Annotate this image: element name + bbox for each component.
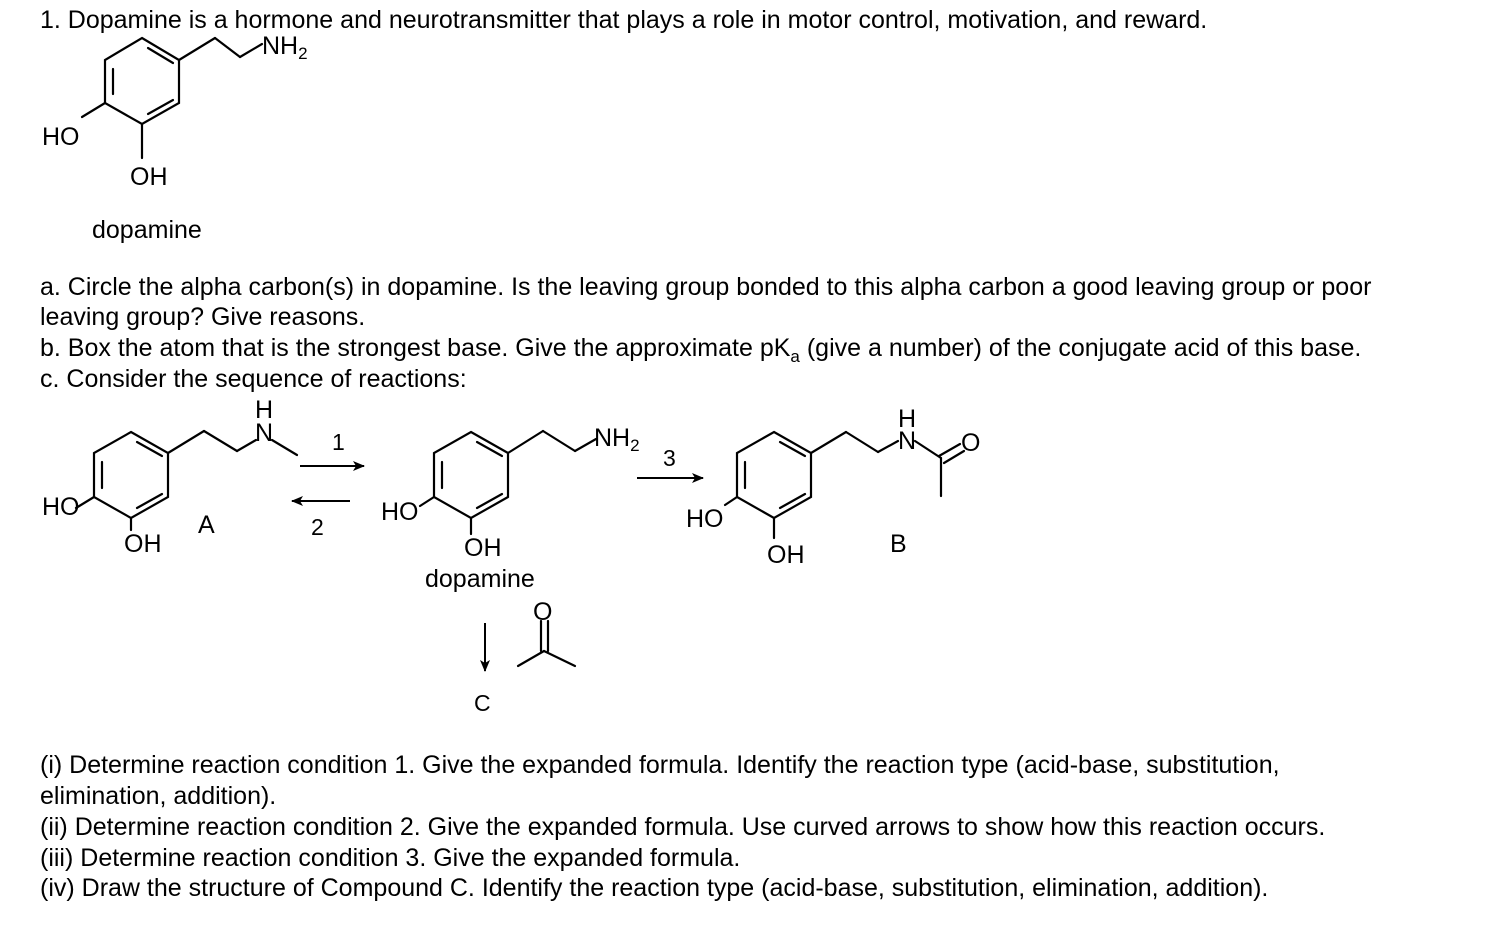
part-a-line2: leaving group? Give reasons. bbox=[40, 303, 366, 331]
step-number: 3 bbox=[663, 445, 676, 471]
compound-a-structure bbox=[74, 429, 299, 532]
hydroxyl-label: OH bbox=[130, 163, 168, 191]
amine-label: NH2 bbox=[594, 424, 640, 455]
subquestion-i-line2: elimination, addition). bbox=[40, 782, 277, 810]
hydroxyl-label: HO bbox=[42, 493, 80, 521]
part-a-line1: a. Circle the alpha carbon(s) in dopamin… bbox=[40, 273, 1372, 301]
part-c: c. Consider the sequence of reactions: bbox=[40, 365, 467, 393]
hydrogen-label: H bbox=[898, 405, 916, 433]
subscript: a bbox=[790, 347, 800, 366]
hydroxyl-label: HO bbox=[686, 505, 724, 533]
part-b-text: b. Box the atom that is the strongest ba… bbox=[40, 334, 791, 362]
hydroxyl-label: HO bbox=[42, 123, 80, 151]
part-b-text-end: (give a number) of the conjugate acid of… bbox=[799, 334, 1362, 362]
amine-label: NH2 bbox=[262, 32, 308, 63]
part-b: b. Box the atom that is the strongest ba… bbox=[40, 333, 1362, 366]
compound-label: B bbox=[890, 530, 907, 558]
step-number: 1 bbox=[332, 429, 345, 455]
acetone-structure bbox=[516, 619, 577, 668]
oxygen-label: O bbox=[961, 429, 980, 457]
subquestion-i-line1: (i) Determine reaction condition 1. Give… bbox=[40, 751, 1280, 779]
compound-caption: dopamine bbox=[92, 216, 202, 244]
hydroxyl-label: HO bbox=[381, 498, 419, 526]
subquestion-iii: (iii) Determine reaction condition 3. Gi… bbox=[40, 844, 741, 872]
subquestion-ii: (ii) Determine reaction condition 2. Giv… bbox=[40, 813, 1326, 841]
question-intro: 1. Dopamine is a hormone and neurotransm… bbox=[40, 6, 1208, 34]
nitrogen-label: N bbox=[898, 427, 916, 455]
nitrogen-label: N bbox=[255, 419, 273, 447]
hydrogen-label: H bbox=[255, 396, 273, 424]
step-number: 2 bbox=[311, 514, 324, 540]
compound-caption: dopamine bbox=[425, 565, 535, 593]
hydroxyl-label: OH bbox=[464, 534, 502, 562]
compound-b-structure bbox=[723, 430, 966, 540]
oxygen-label: O bbox=[533, 598, 552, 626]
subquestion-iv: (iv) Draw the structure of Compound C. I… bbox=[40, 874, 1269, 902]
hydroxyl-label: OH bbox=[767, 541, 805, 569]
compound-label: A bbox=[198, 511, 215, 539]
dopamine-structure-middle bbox=[418, 429, 598, 536]
hydroxyl-label: OH bbox=[124, 530, 162, 558]
compound-label: C bbox=[474, 690, 491, 716]
dopamine-structure-top bbox=[80, 36, 264, 160]
